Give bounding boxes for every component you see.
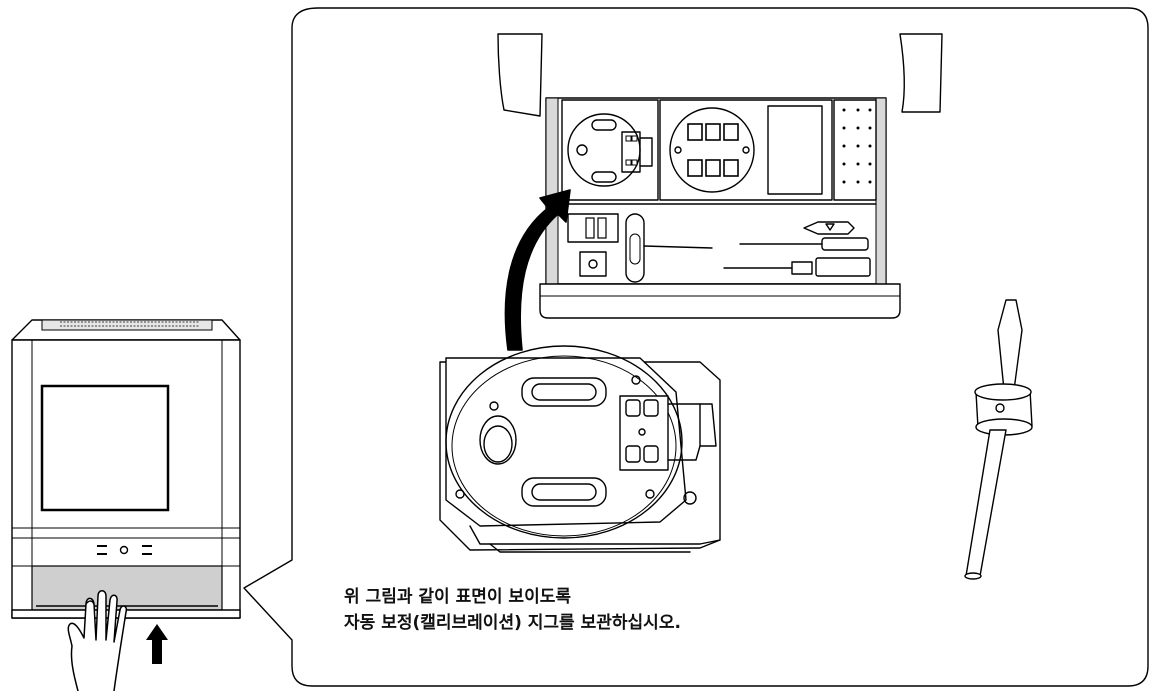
instruction-caption: 위 그림과 같이 표면이 보이도록 자동 보정(캘리브레이션) 지그를 보관하십… (344, 584, 904, 636)
push-arrow-icon (146, 624, 168, 664)
instruction-line-1: 위 그림과 같이 표면이 보이도록 (344, 584, 904, 610)
calibration-jig (440, 346, 720, 552)
instruction-line-2: 자동 보정(캘리브레이션) 지그를 보관하십시오. (344, 610, 904, 636)
milling-machine (12, 320, 240, 618)
